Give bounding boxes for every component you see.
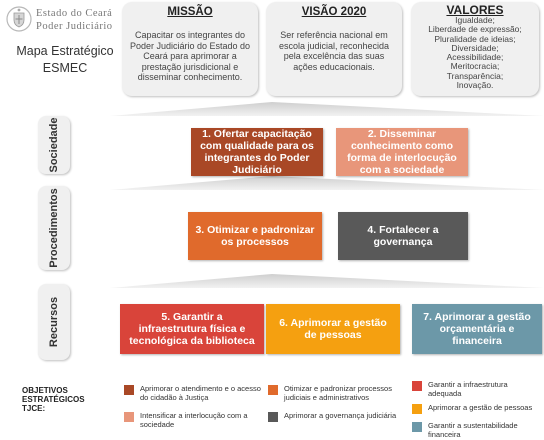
value-item: Acessibilidade;: [446, 52, 504, 63]
map-title-line1: Mapa Estratégico: [16, 44, 114, 58]
legend-item: Garantir a sustentabilidade financeira: [412, 421, 542, 439]
legend-swatch: [412, 404, 422, 414]
legend-title: OBJETIVOS ESTRATÉGICOS TJCE:: [22, 386, 85, 413]
perspective-sociedade: Sociedade: [38, 116, 70, 174]
legend-text: Aprimorar o atendimento e o acesso do ci…: [140, 384, 261, 402]
legend-swatch: [268, 412, 278, 422]
legend-swatch: [124, 385, 134, 395]
mission-title: MISSÃO: [167, 6, 213, 18]
legend-swatch: [412, 422, 422, 432]
mission-text: Capacitar os integrantes do Poder Judici…: [129, 30, 251, 83]
vision-card: VISÃO 2020 Ser referência nacional em es…: [266, 2, 402, 96]
legend-item: Otimizar e padronizar processos judiciai…: [268, 384, 410, 402]
objective-5: 5. Garantir a infraestrutura física e te…: [120, 304, 264, 354]
map-title-line2: ESMEC: [42, 61, 88, 75]
legend-swatch: [412, 381, 422, 391]
coat-of-arms-icon: [6, 6, 32, 32]
map-title: Mapa Estratégico ESMEC: [10, 43, 120, 77]
objective-4: 4. Fortalecer a governança: [338, 212, 468, 260]
legend-item: Intensificar a interlocução com a socied…: [124, 411, 264, 429]
perspective-recursos: Recursos: [38, 284, 70, 360]
legend-title-line1: OBJETIVOS: [22, 386, 68, 395]
separator-band-top: [110, 102, 544, 116]
legend-text: Intensificar a interlocução com a socied…: [140, 411, 248, 429]
objective-1: 1. Ofertar capacitação com qualidade par…: [191, 128, 323, 176]
legend-swatch: [268, 385, 278, 395]
legend-item: Aprimorar a gestão de pessoas: [412, 403, 542, 414]
values-title: VALORES: [446, 3, 504, 17]
legend-item: Aprimorar o atendimento e o acesso do ci…: [124, 384, 264, 402]
value-item: Liberdade de expressão;: [428, 24, 522, 35]
objective-3: 3. Otimizar e padronizar os processos: [188, 212, 322, 260]
values-card: VALORES Igualdade; Liberdade de expressã…: [411, 2, 539, 96]
value-item: Diversidade;: [451, 42, 499, 53]
value-item: Igualdade;: [455, 15, 495, 25]
org-name-line1: Estado do Ceará: [36, 8, 113, 19]
value-item: Transparência;: [446, 70, 504, 81]
legend-item: Aprimorar a governança judiciária: [268, 411, 410, 422]
perspective-sociedade-label: Sociedade: [48, 117, 60, 173]
legend-text: Otimizar e padronizar processos judiciai…: [284, 384, 392, 402]
legend-text: Aprimorar a governança judiciária: [284, 411, 397, 420]
legend-swatch: [124, 412, 134, 422]
value-item: Meritocracia;: [450, 61, 500, 72]
values-list: Igualdade; Liberdade de expressão; Plura…: [411, 15, 539, 91]
objective-2: 2. Disseminar conhecimento como forma de…: [336, 128, 468, 176]
legend-item: Garantir a infraestrutura adequada: [412, 380, 542, 398]
legend-title-line2: ESTRATÉGICOS: [22, 395, 85, 404]
perspective-procedimentos-label: Procedimentos: [48, 188, 60, 268]
separator-band-middle: [110, 176, 544, 190]
perspective-recursos-label: Recursos: [48, 296, 60, 348]
org-name-line2: Poder Judiciário: [36, 21, 113, 32]
objective-6: 6. Aprimorar a gestão de pessoas: [266, 304, 400, 354]
separator-band-bottom: [110, 274, 544, 288]
legend-text: Aprimorar a gestão de pessoas: [428, 403, 533, 412]
vision-title: VISÃO 2020: [301, 6, 367, 18]
value-item: Pluralidade de ideias;: [434, 33, 516, 44]
legend-title-line3: TJCE:: [22, 404, 46, 413]
vision-text: Ser referência nacional em escola judici…: [278, 30, 390, 72]
value-item: Inovação.: [456, 80, 494, 91]
legend-text: Garantir a sustentabilidade financeira: [428, 421, 518, 439]
legend-text: Garantir a infraestrutura adequada: [428, 380, 508, 398]
mission-card: MISSÃO Capacitar os integrantes do Poder…: [122, 2, 258, 96]
objective-7: 7. Aprimorar a gestão orçamentária e fin…: [412, 304, 542, 354]
perspective-procedimentos: Procedimentos: [38, 186, 70, 270]
